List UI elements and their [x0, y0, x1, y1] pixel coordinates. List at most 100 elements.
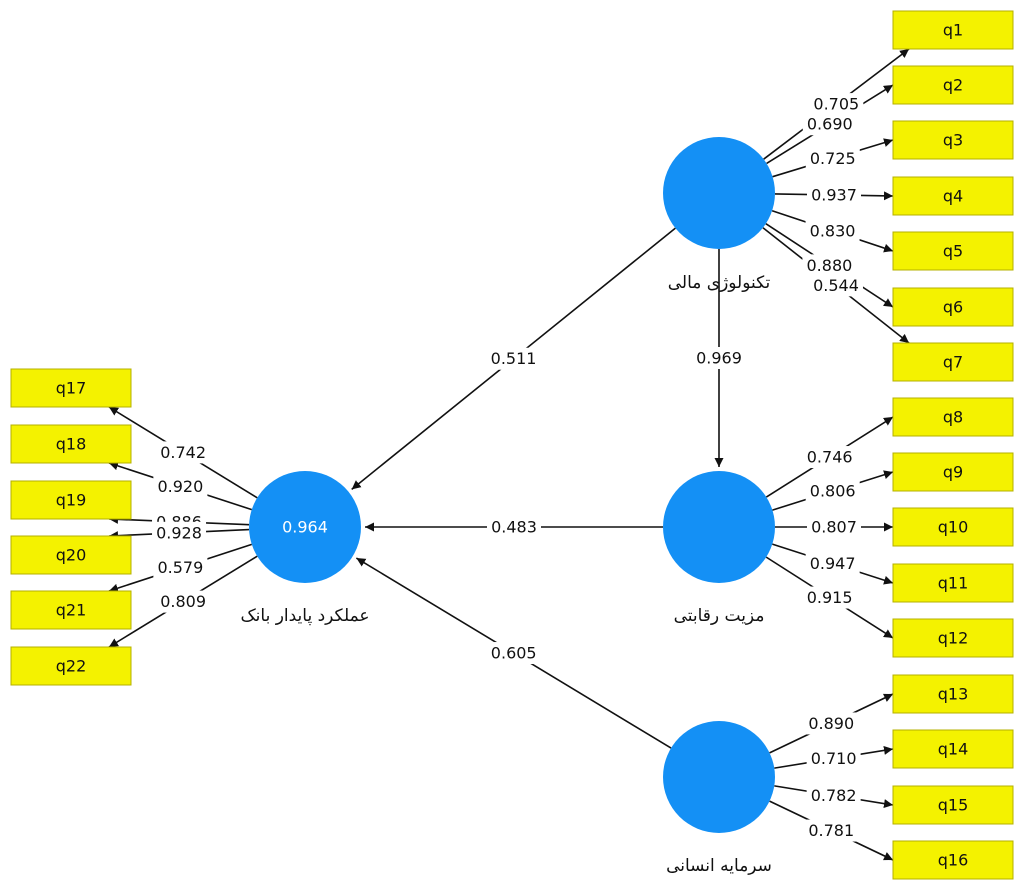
loading-label-q18: 0.920	[157, 477, 203, 496]
indicator-box	[892, 287, 1014, 327]
indicator-q20[interactable]: q20	[10, 535, 132, 575]
loading-label-q15-bg	[806, 784, 861, 807]
indicator-q8[interactable]: q8	[892, 397, 1014, 437]
loading-label-q14: 0.710	[811, 749, 857, 768]
loading-label-q22-bg	[156, 590, 211, 613]
loading-label-q8-bg	[802, 446, 857, 469]
loading-label-q2: 0.690	[807, 115, 853, 134]
construct-circle	[663, 721, 775, 833]
indicator-q10[interactable]: q10	[892, 507, 1014, 547]
loading-label-q11-bg	[805, 552, 860, 575]
indicator-q18[interactable]: q18	[10, 424, 132, 464]
indicator-q7[interactable]: q7	[892, 342, 1014, 382]
construct-human_capital[interactable]: سرمایه انسانی	[663, 721, 775, 876]
indicator-box	[10, 424, 132, 464]
construct-label: عملکرد پایدار بانک	[240, 606, 369, 626]
loading-label-q3-bg	[805, 147, 860, 170]
loading-label-q16: 0.781	[808, 821, 854, 840]
construct-performance[interactable]: 0.964 عملکرد پایدار بانک	[240, 471, 370, 626]
construct-competitive[interactable]: مزیت رقابتی	[663, 471, 775, 626]
loading-label-q8: 0.746	[807, 448, 853, 467]
loading-label-q7-bg	[808, 274, 863, 297]
loading-label-q21-bg	[153, 556, 208, 579]
loading-label-q9-bg	[805, 480, 860, 503]
indicator-q12[interactable]: q12	[892, 618, 1014, 658]
loading-label-q1-bg	[809, 93, 864, 116]
indicator-box	[10, 480, 132, 520]
path-coefficient-fintech-to-competitive-bg	[692, 347, 746, 369]
construct-fintech[interactable]: تکنولوژی مالی	[663, 137, 775, 293]
loading-label-q10: 0.807	[811, 518, 857, 537]
construct-circle	[249, 471, 361, 583]
loading-label-q14-bg	[806, 747, 861, 770]
indicator-label: q3	[943, 131, 963, 150]
indicator-label: q18	[56, 435, 87, 454]
r-squared-value: 0.964	[282, 518, 328, 537]
indicator-q5[interactable]: q5	[892, 231, 1014, 271]
path-coefficient-human_capital-to-performance: 0.605	[491, 644, 537, 663]
indicator-q17[interactable]: q17	[10, 368, 132, 408]
construct-label: سرمایه انسانی	[666, 856, 772, 876]
indicator-box	[892, 231, 1014, 271]
indicator-label: q1	[943, 21, 963, 40]
loading-label-q20: 0.928	[156, 523, 202, 542]
loading-label-q13: 0.890	[808, 714, 854, 733]
indicator-q21[interactable]: q21	[10, 590, 132, 630]
indicator-box	[892, 120, 1014, 160]
construct-circle	[663, 137, 775, 249]
indicator-label: q11	[938, 574, 969, 593]
indicator-q15[interactable]: q15	[892, 785, 1014, 825]
indicator-box	[892, 10, 1014, 50]
indicator-label: q6	[943, 298, 963, 317]
indicator-q13[interactable]: q13	[892, 674, 1014, 714]
indicator-box	[892, 618, 1014, 658]
indicator-box	[892, 65, 1014, 105]
loading-label-q12-bg	[802, 586, 857, 609]
loading-label-q5: 0.830	[810, 221, 856, 240]
indicator-label: q12	[938, 629, 969, 648]
indicator-box	[892, 563, 1014, 603]
loading-label-q5-bg	[805, 219, 860, 242]
path-coefficient-fintech-to-competitive: 0.969	[696, 349, 742, 368]
indicator-label: q8	[943, 408, 963, 427]
indicator-label: q2	[943, 76, 963, 95]
indicator-q3[interactable]: q3	[892, 120, 1014, 160]
loading-label-q6-bg	[802, 254, 857, 277]
loading-label-q10-bg	[807, 516, 861, 538]
indicator-box	[892, 176, 1014, 216]
indicator-q6[interactable]: q6	[892, 287, 1014, 327]
loading-label-q6: 0.880	[807, 256, 853, 275]
path-coefficient-competitive-to-performance: 0.483	[491, 518, 537, 537]
loading-label-q2-bg	[802, 113, 857, 136]
indicator-q1[interactable]: q1	[892, 10, 1014, 50]
indicator-q2[interactable]: q2	[892, 65, 1014, 105]
path-coefficient-fintech-to-performance-bg	[486, 347, 541, 370]
indicator-q19[interactable]: q19	[10, 480, 132, 520]
loading-label-q17: 0.742	[160, 443, 206, 462]
indicator-q16[interactable]: q16	[892, 840, 1014, 880]
construct-label: تکنولوژی مالی	[668, 273, 771, 293]
loading-label-q15: 0.782	[811, 786, 857, 805]
construct-label: مزیت رقابتی	[674, 606, 765, 626]
indicator-box	[892, 507, 1014, 547]
indicator-box	[10, 368, 132, 408]
indicator-label: q19	[56, 491, 87, 510]
indicator-label: q16	[938, 851, 969, 870]
indicator-label: q17	[56, 379, 87, 398]
indicator-label: q13	[938, 685, 969, 704]
indicator-q14[interactable]: q14	[892, 729, 1014, 769]
indicator-box	[892, 452, 1014, 492]
indicator-label: q4	[943, 187, 963, 206]
loading-label-q13-bg	[804, 712, 859, 735]
loading-label-q21: 0.579	[157, 558, 203, 577]
indicator-label: q14	[938, 740, 969, 759]
indicator-q4[interactable]: q4	[892, 176, 1014, 216]
indicator-box	[10, 590, 132, 630]
indicator-q11[interactable]: q11	[892, 563, 1014, 603]
indicator-box	[10, 535, 132, 575]
indicator-q22[interactable]: q22	[10, 646, 132, 686]
path-coefficient-fintech-to-performance: 0.511	[491, 349, 537, 368]
indicator-label: q20	[56, 546, 87, 565]
indicator-q9[interactable]: q9	[892, 452, 1014, 492]
